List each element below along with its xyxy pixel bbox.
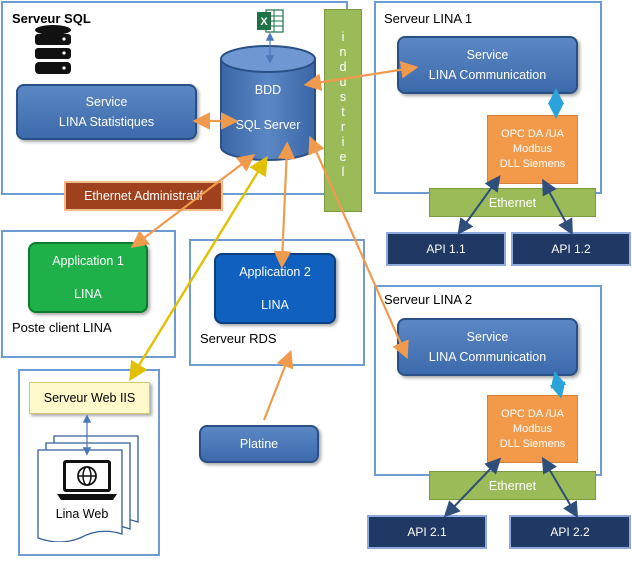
platine-label: Platine [239,437,279,451]
lina1-service: Service LINA Communication [397,36,578,94]
lina1-opc-box: OPC DA /UA Modbus DLL Siemens [487,115,578,184]
lina2-service-line2: LINA Communication [428,350,547,364]
stats-service-line2: LINA Statistiques [58,115,155,129]
lina1-opc-line2: Modbus [512,143,553,155]
api-1-1-label: API 1.1 [426,242,466,256]
lina1-opc-line1: OPC DA /UA [501,128,564,140]
lina2-opc-line1: OPC DA /UA [501,407,564,420]
lina2-opc-line3: DLL Siemens [499,437,566,450]
industriel-letter: t [341,105,345,119]
application-1-box: Application 1 LINA [28,242,148,313]
laptop-globe-icon [57,460,117,500]
bdd-line2: SQL Server [235,118,301,132]
platine-box: Platine [199,425,319,463]
industriel-letter: n [339,45,347,59]
application-1-line1: Application 1 [52,253,124,268]
lina1-opc-line3: DLL Siemens [499,158,566,170]
database-icon [35,25,71,74]
iis-label: Serveur Web IIS [43,391,136,405]
sql-server-title: Serveur SQL [12,11,91,26]
lina2-opc-line2: Modbus [512,422,553,435]
industriel-letter: s [339,90,347,104]
lina2-opc-box: OPC DA /UA Modbus DLL Siemens [487,395,578,463]
iis-box: Serveur Web IIS [29,382,150,414]
stats-service-line1: Service [85,95,128,109]
lina2-service: Service LINA Communication [397,318,578,376]
lina1-service-line1: Service [466,48,509,62]
lina1-title: Serveur LINA 1 [384,11,473,26]
lina-web-label: Lina Web [55,507,109,521]
lina1-service-line2: LINA Communication [428,68,547,82]
excel-icon: X [257,9,284,33]
bdd-line1: BDD [254,83,282,97]
api-1-2-label: API 1.2 [551,242,591,256]
client-caption: Poste client LINA [12,320,112,335]
bdd-label: BDD SQL Server [218,80,318,135]
lina1-ethernet-label: Ethernet [488,195,537,210]
application-2-line2: LINA [261,298,289,313]
api-2-2-label: API 2.2 [550,525,590,539]
service-lina-statistiques: Service LINA Statistiques [16,84,197,140]
api-2-1-label: API 2.1 [407,525,447,539]
industriel-letter: r [340,120,346,134]
svg-text:X: X [260,16,268,28]
lina2-service-line1: Service [466,330,509,344]
industriel-letter: i [341,30,345,44]
application-1-line2: LINA [74,287,102,302]
api-2-2: API 2.2 [509,515,631,549]
api-2-1: API 2.1 [367,515,487,549]
